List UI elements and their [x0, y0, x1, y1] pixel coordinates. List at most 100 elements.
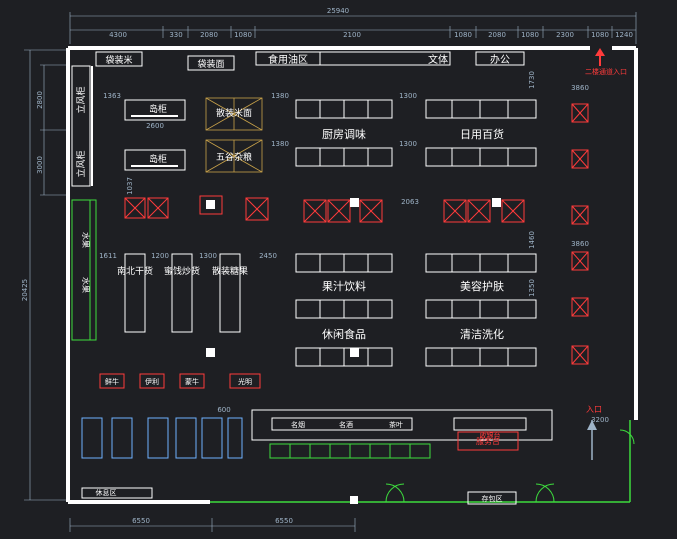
zone-tobacco-1: 名烟 — [291, 420, 305, 429]
zone-entrance: 入口 — [586, 405, 602, 414]
left-dim-label: 2800 — [36, 91, 44, 109]
zone-loose-rice: 散装米面 — [216, 107, 252, 119]
fruit-area — [71, 199, 97, 341]
zone-tobacco-3: 茶叶 — [389, 420, 403, 429]
zone-storage: 存包区 — [482, 494, 503, 503]
dim-label: 1080 — [591, 31, 609, 39]
dim-label: 3860 — [571, 240, 589, 248]
zone-standing-cabinet-1: 立风柜 — [75, 86, 87, 113]
dim-label: 4300 — [109, 31, 127, 39]
second-floor-entrance: 二楼通道入口 — [585, 48, 627, 76]
zone-yili: 伊利 — [145, 377, 159, 386]
bottom-dim-label: 6550 — [132, 517, 150, 525]
dim-label: 1080 — [521, 31, 539, 39]
zone-beauty-care: 美容护肤 — [460, 279, 504, 293]
dim-label: 3200 — [591, 416, 609, 424]
bottom-dim-label: 6550 — [275, 517, 293, 525]
front-counter-labels: 名烟 名酒 茶叶 — [291, 420, 403, 429]
dim-label: 1730 — [528, 71, 536, 89]
zone-kitchen-seasoning: 厨房调味 — [322, 128, 366, 141]
inner-dim-labels: 1363 2600 1380 1380 1300 1300 3860 3860 … — [99, 71, 609, 424]
dim-label: 2080 — [488, 31, 506, 39]
outer-walls — [66, 46, 638, 504]
dim-label: 1363 — [103, 92, 121, 100]
dim-label: 1350 — [528, 279, 536, 297]
dim-label: 1300 — [199, 252, 217, 260]
dim-label: 1240 — [615, 31, 633, 39]
zone-candied-snacks: 蜜饯炒货 — [164, 265, 200, 277]
dim-label: 1300 — [399, 92, 417, 100]
bulk-bins — [205, 97, 263, 173]
vertical-shelves — [124, 253, 241, 333]
promo-bins — [124, 103, 589, 365]
zone-bulk-candy: 散装糖果 — [212, 265, 248, 277]
storage: 存包区 — [467, 491, 517, 505]
zone-rest-area: 休息区 — [96, 488, 117, 497]
checkout-lanes — [81, 417, 243, 459]
zone-bulk-rice: 袋装米 — [105, 54, 132, 66]
dim-label: 1380 — [271, 92, 289, 100]
zone-island-cabinet-1: 岛柜 — [149, 103, 167, 115]
zone-bulk-flour: 袋装面 — [197, 58, 224, 70]
dim-label: 1611 — [99, 252, 117, 260]
dim-label: 330 — [169, 31, 182, 39]
green-produce-rack — [269, 443, 431, 459]
zone-juice-drinks: 果汁饮料 — [322, 279, 366, 293]
dim-label: 1080 — [454, 31, 472, 39]
zone-daily-goods: 日用百货 — [460, 127, 504, 141]
zone-fruit-1: 水果 — [81, 232, 91, 248]
gondola-shelves — [295, 99, 537, 367]
zone-guangming: 光明 — [238, 377, 252, 386]
dim-label: 1080 — [234, 31, 252, 39]
dim-label: 1200 — [151, 252, 169, 260]
zone-candied-snacks-text: 蜜饯炒货 — [164, 265, 200, 277]
dim-label: 600 — [217, 406, 230, 414]
top-dimension-chain — [69, 12, 637, 44]
entrance-doors — [385, 429, 635, 503]
left-dim-label: 3000 — [36, 156, 44, 174]
dim-label: 1037 — [126, 177, 134, 195]
left-total-dim: 20425 — [21, 279, 29, 301]
top-wall-fixtures: 袋装米 袋装面 食用油区 文体 办公 — [95, 51, 525, 71]
zone-fruit-2: 水果 — [81, 277, 91, 293]
island-cabinets — [124, 99, 186, 171]
zone-fresh-milk: 鲜牛 — [105, 377, 119, 386]
left-wall-fixtures — [71, 65, 93, 187]
top-dim-labels: 4300 330 2080 1080 2100 1080 2080 1080 2… — [109, 31, 633, 39]
dim-label: 1460 — [528, 231, 536, 249]
zone-tobacco-2: 名酒 — [339, 420, 353, 429]
columns — [206, 198, 501, 504]
zone-service-desk: 服务台 — [476, 436, 500, 446]
zone-dried-goods: 南北干货 — [117, 265, 153, 277]
zone-mengniu: 蒙牛 — [185, 377, 199, 386]
dim-label: 2450 — [259, 252, 277, 260]
dim-label: 1300 — [399, 140, 417, 148]
dim-label: 2600 — [146, 122, 164, 130]
dim-label: 2300 — [556, 31, 574, 39]
second-floor-entrance-label: 二楼通道入口 — [585, 67, 627, 76]
dim-label: 2100 — [343, 31, 361, 39]
zone-grains: 五谷杂粮 — [216, 151, 252, 163]
zone-office: 办公 — [490, 53, 510, 66]
zone-dried-goods-text: 南北干货 — [117, 265, 153, 277]
rest-area: 休息区 — [81, 487, 153, 499]
entrance: 入口 — [586, 405, 602, 460]
vertical-shelf-labels: 南北干货 蜜饯炒货 散装糖果 — [117, 265, 248, 277]
dim-label: 2063 — [401, 198, 419, 206]
bottom-dimension-chain — [69, 518, 356, 532]
zone-standing-cabinet-2: 立风柜 — [75, 150, 87, 177]
zone-stationery: 文体 — [428, 53, 448, 66]
zone-bulk-candy-text: 散装糖果 — [212, 265, 248, 277]
zone-snacks: 休闲食品 — [322, 327, 366, 341]
dim-label: 1380 — [271, 140, 289, 148]
zone-cleaning: 清洁洗化 — [460, 327, 504, 341]
dairy-displays: 鲜牛 伊利 蒙牛 光明 — [99, 373, 261, 389]
dim-label: 2080 — [200, 31, 218, 39]
left-dimension-chain — [24, 49, 70, 501]
front-counter — [251, 409, 553, 441]
aisle-labels: 厨房调味 日用百货 果汁饮料 美容护肤 休闲食品 清洁洗化 — [322, 127, 504, 341]
service-desk: 服务台 — [457, 431, 519, 451]
zone-cooking-oil: 食用油区 — [268, 53, 308, 66]
zone-island-cabinet-2: 岛柜 — [149, 153, 167, 165]
